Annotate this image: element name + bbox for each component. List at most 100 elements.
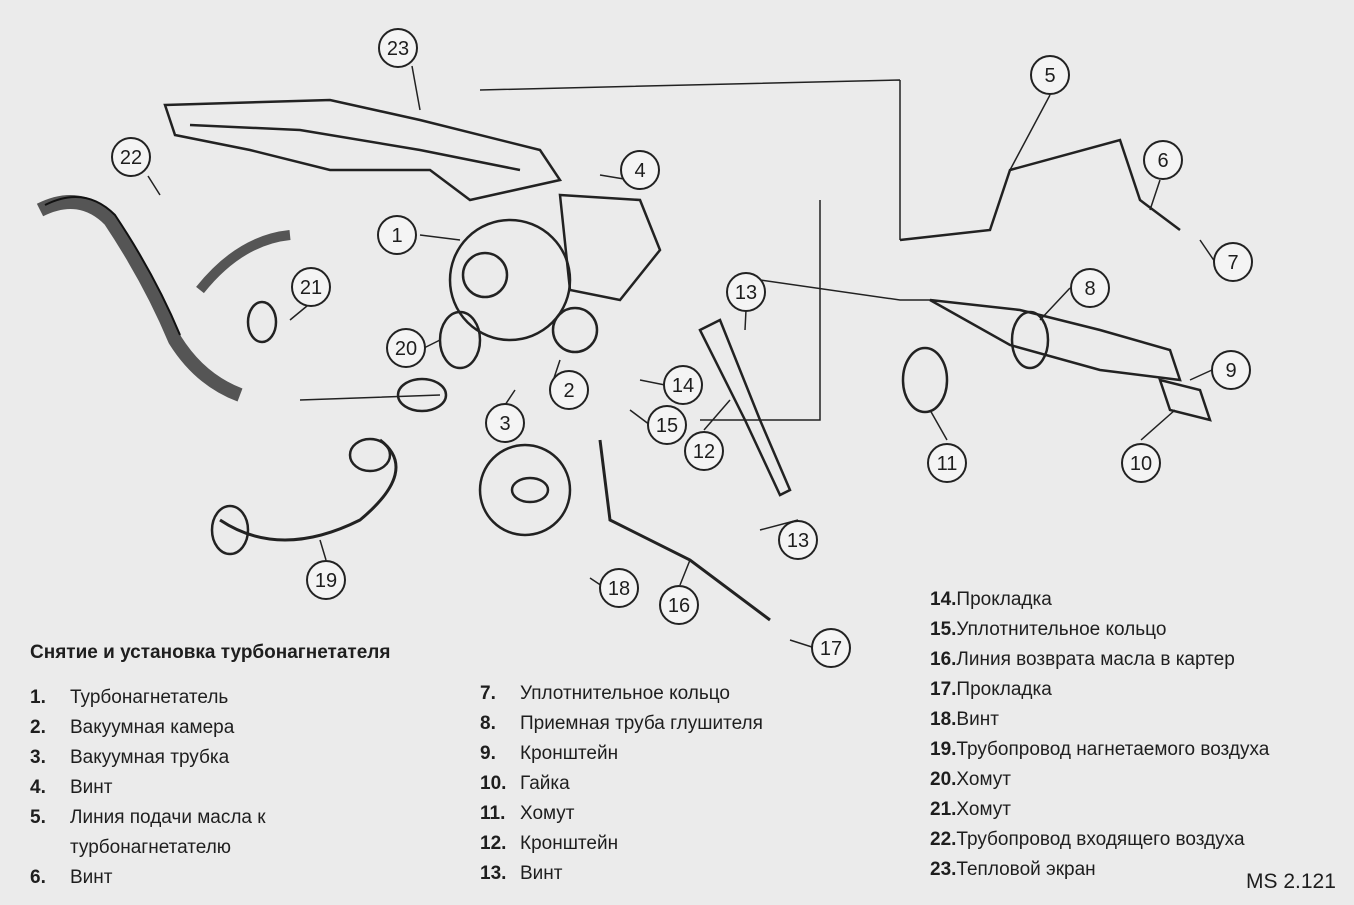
legend-item: 7.Уплотнительное кольцо xyxy=(480,679,763,709)
legend-number: 19. xyxy=(930,739,957,760)
legend-number: 6. xyxy=(30,867,46,888)
callout-number: 11 xyxy=(937,453,958,475)
legend-number: 5. xyxy=(30,807,46,828)
legend-number: 17. xyxy=(930,679,957,700)
legend-item: 13. Винт xyxy=(480,859,763,889)
legend-number: 18. xyxy=(930,709,957,730)
callout-number: 17 xyxy=(820,638,842,660)
callout-number: 5 xyxy=(1044,65,1055,87)
bracket xyxy=(698,318,792,497)
callout-6: 6 xyxy=(1143,140,1183,180)
callout-circle xyxy=(1213,242,1253,282)
callout-10: 10 xyxy=(1121,443,1161,483)
legend-item: 19.Трубопровод нагнетаемого воздуха xyxy=(930,735,1269,765)
legend-label: Прокладка xyxy=(956,679,1052,700)
callout-circle xyxy=(647,405,687,445)
callout-16: 16 xyxy=(659,585,699,625)
callout-circle xyxy=(377,215,417,255)
heat-shield xyxy=(163,98,563,202)
legend-label: Винт xyxy=(70,777,113,798)
callout-circle xyxy=(659,585,699,625)
legend-label: Хомут xyxy=(956,799,1011,820)
diagram-linework xyxy=(36,65,1216,649)
callout-circle xyxy=(927,443,967,483)
callout-number: 19 xyxy=(315,570,337,592)
legend-number: 8. xyxy=(480,713,496,734)
legend-number: 9. xyxy=(480,743,496,764)
legend-label: Винт xyxy=(956,709,999,730)
callout-circle xyxy=(684,431,724,471)
callout-circle xyxy=(778,520,818,560)
callout-number: 15 xyxy=(656,415,678,437)
callout-23: 23 xyxy=(378,28,418,68)
legend-item: 22.Трубопровод входящего воздуха xyxy=(930,825,1269,855)
legend-item: 14.Прокладка xyxy=(930,585,1269,615)
callout-22: 22 xyxy=(111,137,151,177)
callout-number: 21 xyxy=(300,277,322,299)
callout-number: 9 xyxy=(1225,360,1236,382)
legend-item: 8.Приемная труба глушителя xyxy=(480,709,763,739)
legend-label: Уплотнительное кольцо xyxy=(956,619,1167,640)
callout-12: 12 xyxy=(684,431,724,471)
callout-circle xyxy=(726,272,766,312)
callout-21: 21 xyxy=(291,267,331,307)
callout-number: 8 xyxy=(1084,278,1095,300)
figure-code: MS 2.121 xyxy=(1246,870,1336,893)
callout-number: 3 xyxy=(499,413,510,435)
legend-number: 12. xyxy=(480,833,507,854)
legend-number: 23. xyxy=(930,859,957,880)
legend-label: Линия подачи масла к турбонагнетателю xyxy=(70,807,266,858)
callout-4: 4 xyxy=(620,150,660,190)
callout-circle xyxy=(549,370,589,410)
callout-circle xyxy=(378,28,418,68)
legend-number: 14. xyxy=(930,589,957,610)
legend-label: Кронштейн xyxy=(520,833,619,854)
callout-number: 6 xyxy=(1157,150,1168,172)
callout-1: 1 xyxy=(377,215,417,255)
callout-18: 18 xyxy=(599,568,639,608)
legend-item: 16.Линия возврата масла в картер xyxy=(930,645,1269,675)
legend-item: 10.Гайка xyxy=(480,769,763,799)
legend-item: 5. Линия подачи масла к турбонагнетателю xyxy=(30,803,330,863)
legend-label: Хомут xyxy=(956,769,1011,790)
legend-label: Трубопровод нагнетаемого воздуха xyxy=(956,739,1270,760)
legend-item: 21.Хомут xyxy=(930,795,1269,825)
callout-number: 20 xyxy=(395,338,417,360)
legend-item: 15.Уплотнительное кольцо xyxy=(930,615,1269,645)
legend-number: 22. xyxy=(930,829,957,850)
turbine-flange xyxy=(478,443,572,537)
callout-circle xyxy=(485,403,525,443)
legend-item: 11.Хомут xyxy=(480,799,763,829)
legend-item: 3.Вакуумная трубка xyxy=(30,743,330,773)
callout-circle xyxy=(386,328,426,368)
legend-label: Винт xyxy=(70,867,113,888)
legend-number: 2. xyxy=(30,717,46,738)
legend-label: Кронштейн xyxy=(520,743,619,764)
legend-item: 6. Винт xyxy=(30,863,330,893)
callout-number: 10 xyxy=(1130,453,1152,475)
callout-7: 7 xyxy=(1213,242,1253,282)
callout-circle xyxy=(1211,350,1251,390)
legend-label: Прокладка xyxy=(956,589,1052,610)
turbocharger-housing xyxy=(448,218,572,342)
callout-circle xyxy=(811,628,851,668)
callout-circle xyxy=(663,365,703,405)
legend-label: Хомут xyxy=(520,803,575,824)
callout-number: 16 xyxy=(668,595,690,617)
callout-17: 17 xyxy=(811,628,851,668)
diagram-title: Снятие и установка турбонагнетателя xyxy=(30,642,391,663)
legend-label: Тепловой экран xyxy=(956,859,1096,880)
callout-5: 5 xyxy=(1030,55,1070,95)
callout-number: 12 xyxy=(693,441,715,463)
legend-label: Винт xyxy=(520,863,563,884)
legend-number: 20. xyxy=(930,769,957,790)
legend-label: Турбонагнетатель xyxy=(70,687,229,708)
charge-air-pipe xyxy=(219,438,398,542)
callout-20: 20 xyxy=(386,328,426,368)
legend-item: 9. Кронштейн xyxy=(480,739,763,769)
callout-15: 15 xyxy=(647,405,687,445)
callout-3: 3 xyxy=(485,403,525,443)
legend-number: 13. xyxy=(480,863,507,884)
